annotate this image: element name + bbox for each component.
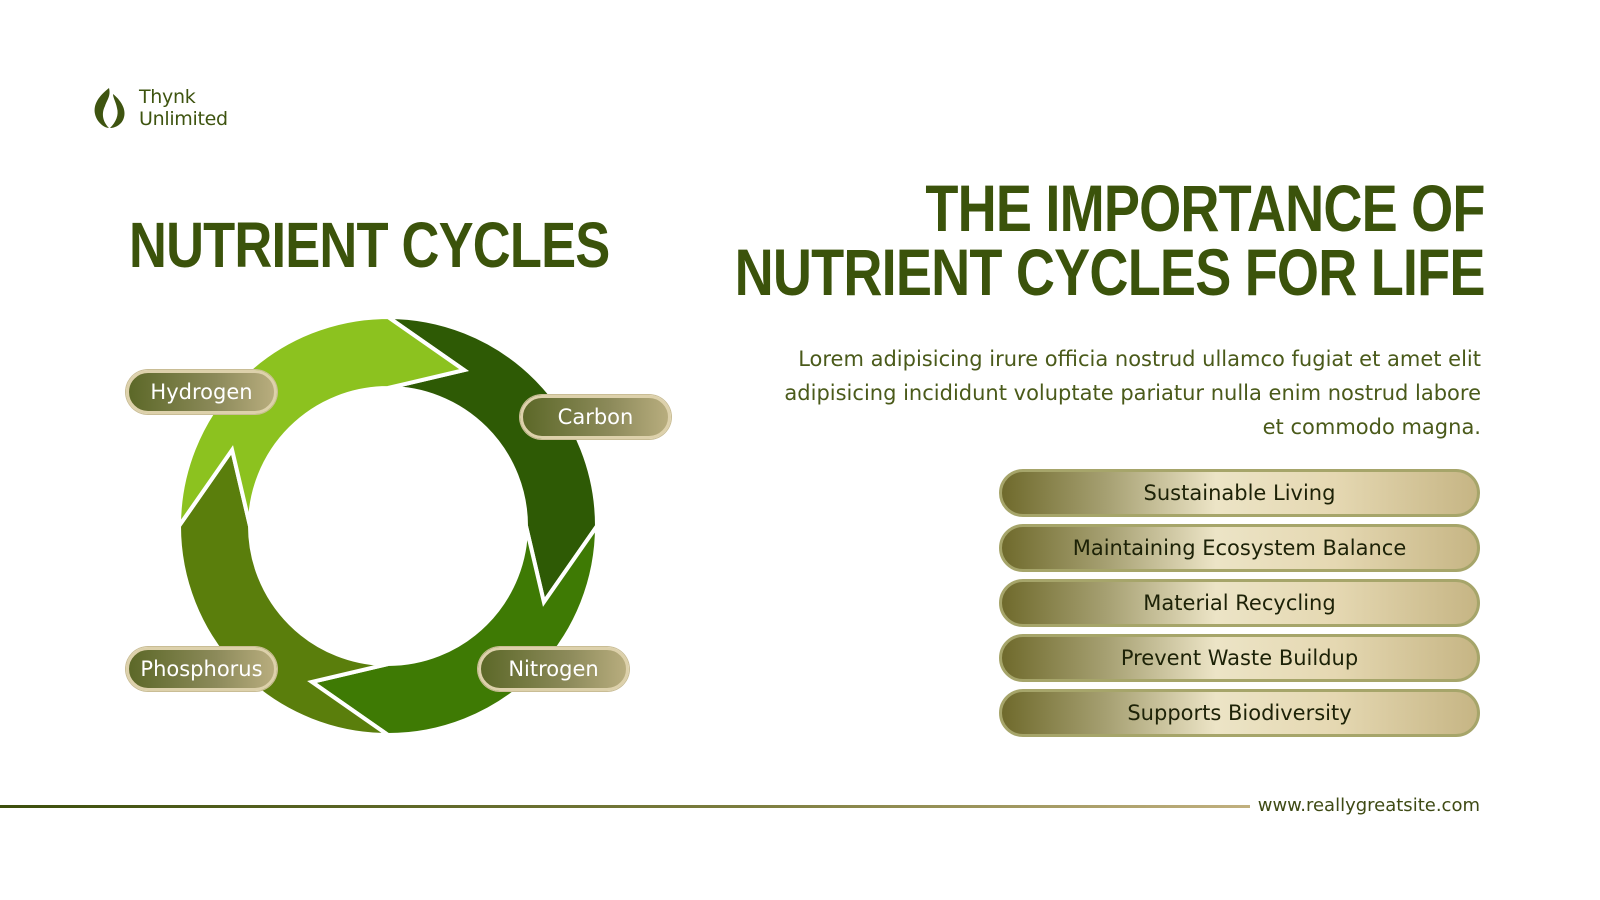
benefit-label: Supports Biodiversity	[1127, 701, 1352, 725]
benefit-item: Prevent Waste Buildup	[999, 634, 1480, 682]
right-heading-line2: NUTRIENT CYCLES FOR LIFE	[734, 235, 1486, 309]
footer-url[interactable]: www.reallygreatsite.com	[1257, 795, 1480, 816]
brand-name-line1: Thynk	[139, 86, 196, 108]
cycle-label-nitrogen: Nitrogen	[478, 647, 629, 691]
cycle-label-phosphorus: Phosphorus	[126, 647, 277, 691]
benefit-item: Material Recycling	[999, 579, 1480, 627]
benefit-item: Supports Biodiversity	[999, 689, 1480, 737]
cycle-label-phosphorus-text: Phosphorus	[140, 657, 263, 681]
benefit-label: Material Recycling	[1143, 591, 1336, 615]
cycle-label-carbon-text: Carbon	[557, 405, 634, 429]
benefit-label: Prevent Waste Buildup	[1120, 646, 1359, 670]
right-heading-line1: THE IMPORTANCE OF	[925, 171, 1486, 245]
cycle-label-hydrogen-text: Hydrogen	[150, 380, 253, 404]
brand-name-line2: Unlimited	[139, 108, 228, 130]
benefit-item: Sustainable Living	[999, 469, 1480, 517]
benefit-label: Maintaining Ecosystem Balance	[1072, 536, 1407, 560]
cycle-label-nitrogen-text: Nitrogen	[508, 657, 599, 681]
right-heading: THE IMPORTANCE OF NUTRIENT CYCLES FOR LI…	[734, 171, 1486, 309]
brand-name: Thynk Unlimited	[139, 86, 228, 130]
description-text: Lorem adipisicing irure officia nostrud …	[784, 347, 1481, 439]
cycle-segment-hydrogen	[176, 314, 469, 533]
benefits-list: Sustainable Living Maintaining Ecosystem…	[999, 469, 1480, 744]
left-heading: NUTRIENT CYCLES	[129, 209, 610, 281]
cycle-label-hydrogen: Hydrogen	[126, 370, 277, 414]
benefit-label: Sustainable Living	[1143, 481, 1336, 505]
leaf-flame-icon	[94, 88, 125, 128]
brand-logo: Thynk Unlimited	[89, 86, 228, 130]
cycle-label-carbon: Carbon	[520, 395, 671, 439]
benefit-item: Maintaining Ecosystem Balance	[999, 524, 1480, 572]
footer-divider	[0, 805, 1250, 808]
